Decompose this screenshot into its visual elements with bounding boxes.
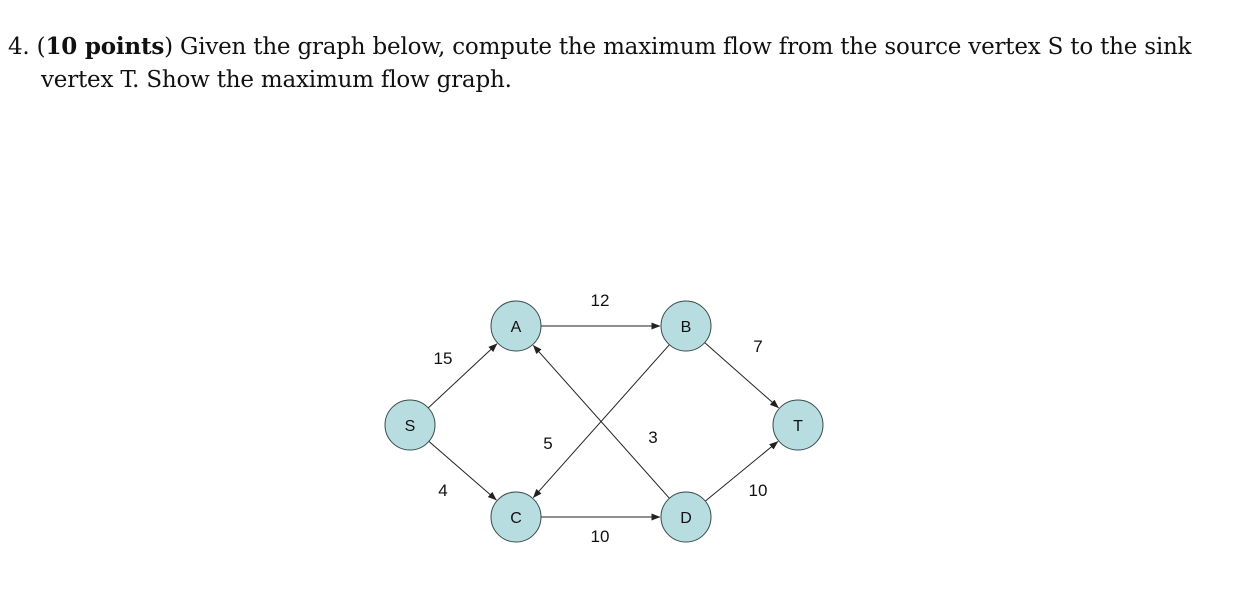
- question-prompt-line-1: Given the graph below, compute the maxim…: [172, 34, 1192, 60]
- question-text: 4. (10 points) Given the graph below, co…: [8, 30, 1228, 97]
- edge-capacity-d-a: 3: [648, 428, 657, 447]
- vertex-circle: [490, 491, 542, 543]
- vertex-label: D: [680, 510, 692, 527]
- vertex-circle: [384, 399, 436, 451]
- edge-s-to-a: [427, 343, 498, 409]
- question-line-1: 4. (10 points) Given the graph below, co…: [8, 30, 1228, 64]
- edges-layer: [427, 322, 779, 521]
- vertex-label: T: [793, 418, 803, 435]
- edge-b-to-t: [704, 342, 779, 409]
- vertex-label: C: [510, 510, 522, 527]
- edge-labels-layer: 15 4 12 5 3 10 7 10: [434, 291, 768, 546]
- vertex-label: B: [681, 319, 692, 336]
- vertex-circle: [660, 491, 712, 543]
- vertex-a: A: [490, 300, 542, 352]
- vertex-label: A: [511, 319, 522, 336]
- edge-capacity-s-a: 15: [434, 349, 453, 368]
- edge-s-to-c: [428, 441, 497, 501]
- question-number: 4.: [8, 34, 30, 60]
- vertex-label: S: [405, 418, 416, 435]
- edge-d-to-a: [532, 345, 670, 499]
- edge-capacity-s-c: 4: [438, 481, 447, 500]
- vertex-t: T: [772, 399, 824, 451]
- edge-capacity-d-t: 10: [749, 481, 768, 500]
- vertex-c: C: [490, 491, 542, 543]
- vertex-circle: [772, 399, 824, 451]
- edge-capacity-a-b: 12: [591, 291, 610, 310]
- edge-capacity-c-d: 10: [591, 527, 610, 546]
- points-label: 10 points: [45, 33, 165, 60]
- vertex-b: B: [660, 300, 712, 352]
- nodes-layer: S A B C D T: [384, 300, 824, 543]
- question-prompt-line-2: vertex T. Show the maximum flow graph.: [41, 67, 512, 93]
- vertex-circle: [660, 300, 712, 352]
- vertex-d: D: [660, 491, 712, 543]
- vertex-s: S: [384, 399, 436, 451]
- edge-capacity-b-c: 5: [543, 434, 552, 453]
- points-close: ): [164, 34, 173, 60]
- edge-capacity-b-t: 7: [753, 337, 762, 356]
- edge-d-to-t: [704, 441, 779, 502]
- points-open: (: [36, 34, 46, 60]
- vertex-circle: [490, 300, 542, 352]
- question-line-2: vertex T. Show the maximum flow graph.: [8, 64, 1228, 97]
